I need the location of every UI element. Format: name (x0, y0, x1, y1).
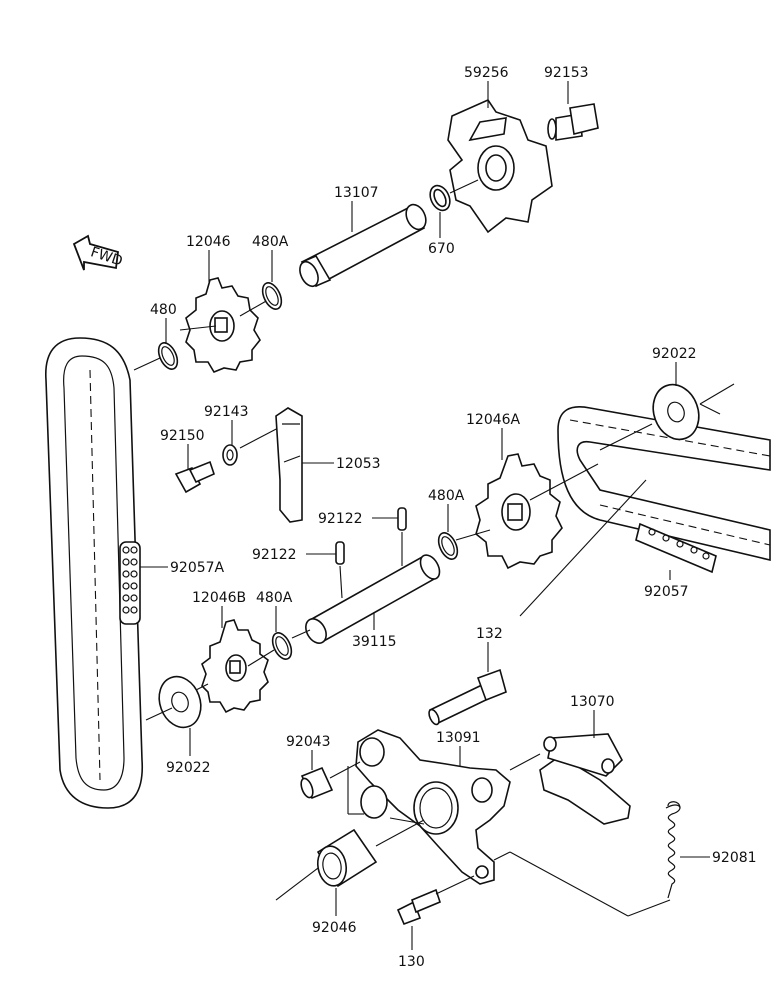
part-480A-mid-clip (437, 532, 459, 560)
part-92043-pin (300, 766, 334, 800)
label-480A-low: 480A (256, 590, 293, 606)
part-92022-left-washer (158, 675, 202, 729)
label-92046: 92046 (312, 920, 357, 936)
part-92057-chain-loop (557, 406, 771, 562)
part-13107-shaft (299, 203, 427, 288)
label-92150: 92150 (160, 428, 205, 444)
label-12046B: 12046B (192, 590, 246, 606)
part-92022-right-washer (652, 383, 700, 441)
label-92022-right: 92022 (652, 346, 697, 362)
label-13107: 13107 (334, 185, 379, 201)
part-39115-shaft (305, 554, 441, 644)
label-92057A: 92057A (170, 560, 225, 576)
part-92081-spring (665, 801, 681, 899)
label-12046A: 12046A (466, 412, 521, 428)
part-12046-sprocket (185, 277, 261, 373)
part-670-ring (429, 184, 451, 212)
label-92153: 92153 (544, 65, 589, 81)
part-92057A-links (119, 541, 141, 625)
label-132: 132 (476, 626, 503, 642)
part-12053-bracket (275, 407, 303, 523)
part-480A-low-clip (271, 632, 293, 660)
part-132-bolt (428, 668, 507, 726)
label-12053: 12053 (336, 456, 381, 472)
part-92057A-chain-loop (45, 337, 144, 809)
part-92057-links (635, 522, 717, 574)
part-92122-lower-pin (335, 541, 345, 565)
part-130-bolt (396, 888, 441, 926)
label-480: 480 (150, 302, 177, 318)
label-670: 670 (428, 241, 455, 257)
label-92143: 92143 (204, 404, 249, 420)
label-12046: 12046 (186, 234, 231, 250)
part-92122-upper-pin (397, 507, 407, 531)
label-92122-lower: 92122 (252, 547, 297, 563)
label-13070: 13070 (570, 694, 615, 710)
label-92043: 92043 (286, 734, 331, 750)
part-92046-bearing (316, 828, 378, 888)
part-13091-plate (355, 729, 511, 885)
label-92122-upper: 92122 (318, 511, 363, 527)
label-480A-top: 480A (252, 234, 289, 250)
part-480A-top-clip (261, 282, 283, 310)
fwd-arrow-icon: FWD (72, 234, 125, 271)
part-92150-bolt (174, 460, 215, 494)
label-92081: 92081 (712, 850, 757, 866)
part-13070-lever (539, 733, 631, 825)
part-92153-bolt (547, 103, 599, 141)
part-59256-fan (447, 98, 553, 234)
label-59256: 59256 (464, 65, 509, 81)
label-92022-left: 92022 (166, 760, 211, 776)
part-12046A-sprocket (475, 453, 563, 570)
label-480A-mid: 480A (428, 488, 465, 504)
part-480-clip (157, 342, 179, 370)
label-130: 130 (398, 954, 425, 970)
label-13091: 13091 (436, 730, 481, 746)
label-39115: 39115 (352, 634, 397, 650)
label-92057: 92057 (644, 584, 689, 600)
part-12046B-sprocket (201, 619, 269, 714)
part-92143-washer (222, 444, 238, 466)
